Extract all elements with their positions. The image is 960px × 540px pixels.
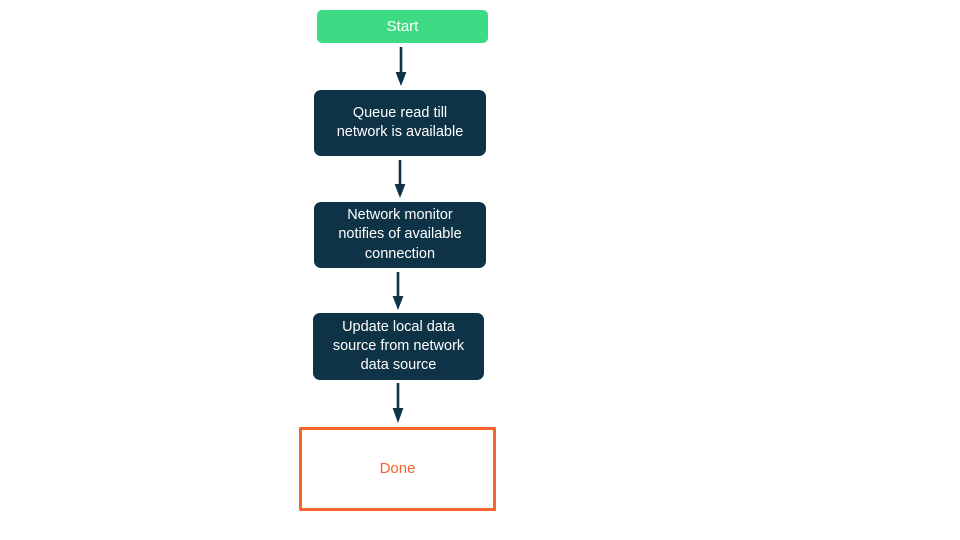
node-start-label: Start [386,17,419,35]
node-done[interactable]: Done [299,427,496,511]
node-start[interactable]: Start [317,10,488,43]
arrow-start-to-queue-read [394,47,408,86]
node-network-monitor[interactable]: Network monitor notifies of available co… [314,202,486,268]
arrow-queue-read-to-network-monitor [393,160,407,198]
node-update-local[interactable]: Update local data source from network da… [313,313,484,380]
arrow-update-local-to-done [391,383,405,423]
node-queue-read-label: Queue read till network is available [336,104,464,140]
node-update-local-label: Update local data source from network da… [332,318,465,374]
node-network-monitor-label: Network monitor notifies of available co… [338,207,462,262]
arrow-network-monitor-to-update-local [391,272,405,310]
node-queue-read[interactable]: Queue read till network is available [314,90,486,156]
node-done-label: Done [379,460,416,478]
